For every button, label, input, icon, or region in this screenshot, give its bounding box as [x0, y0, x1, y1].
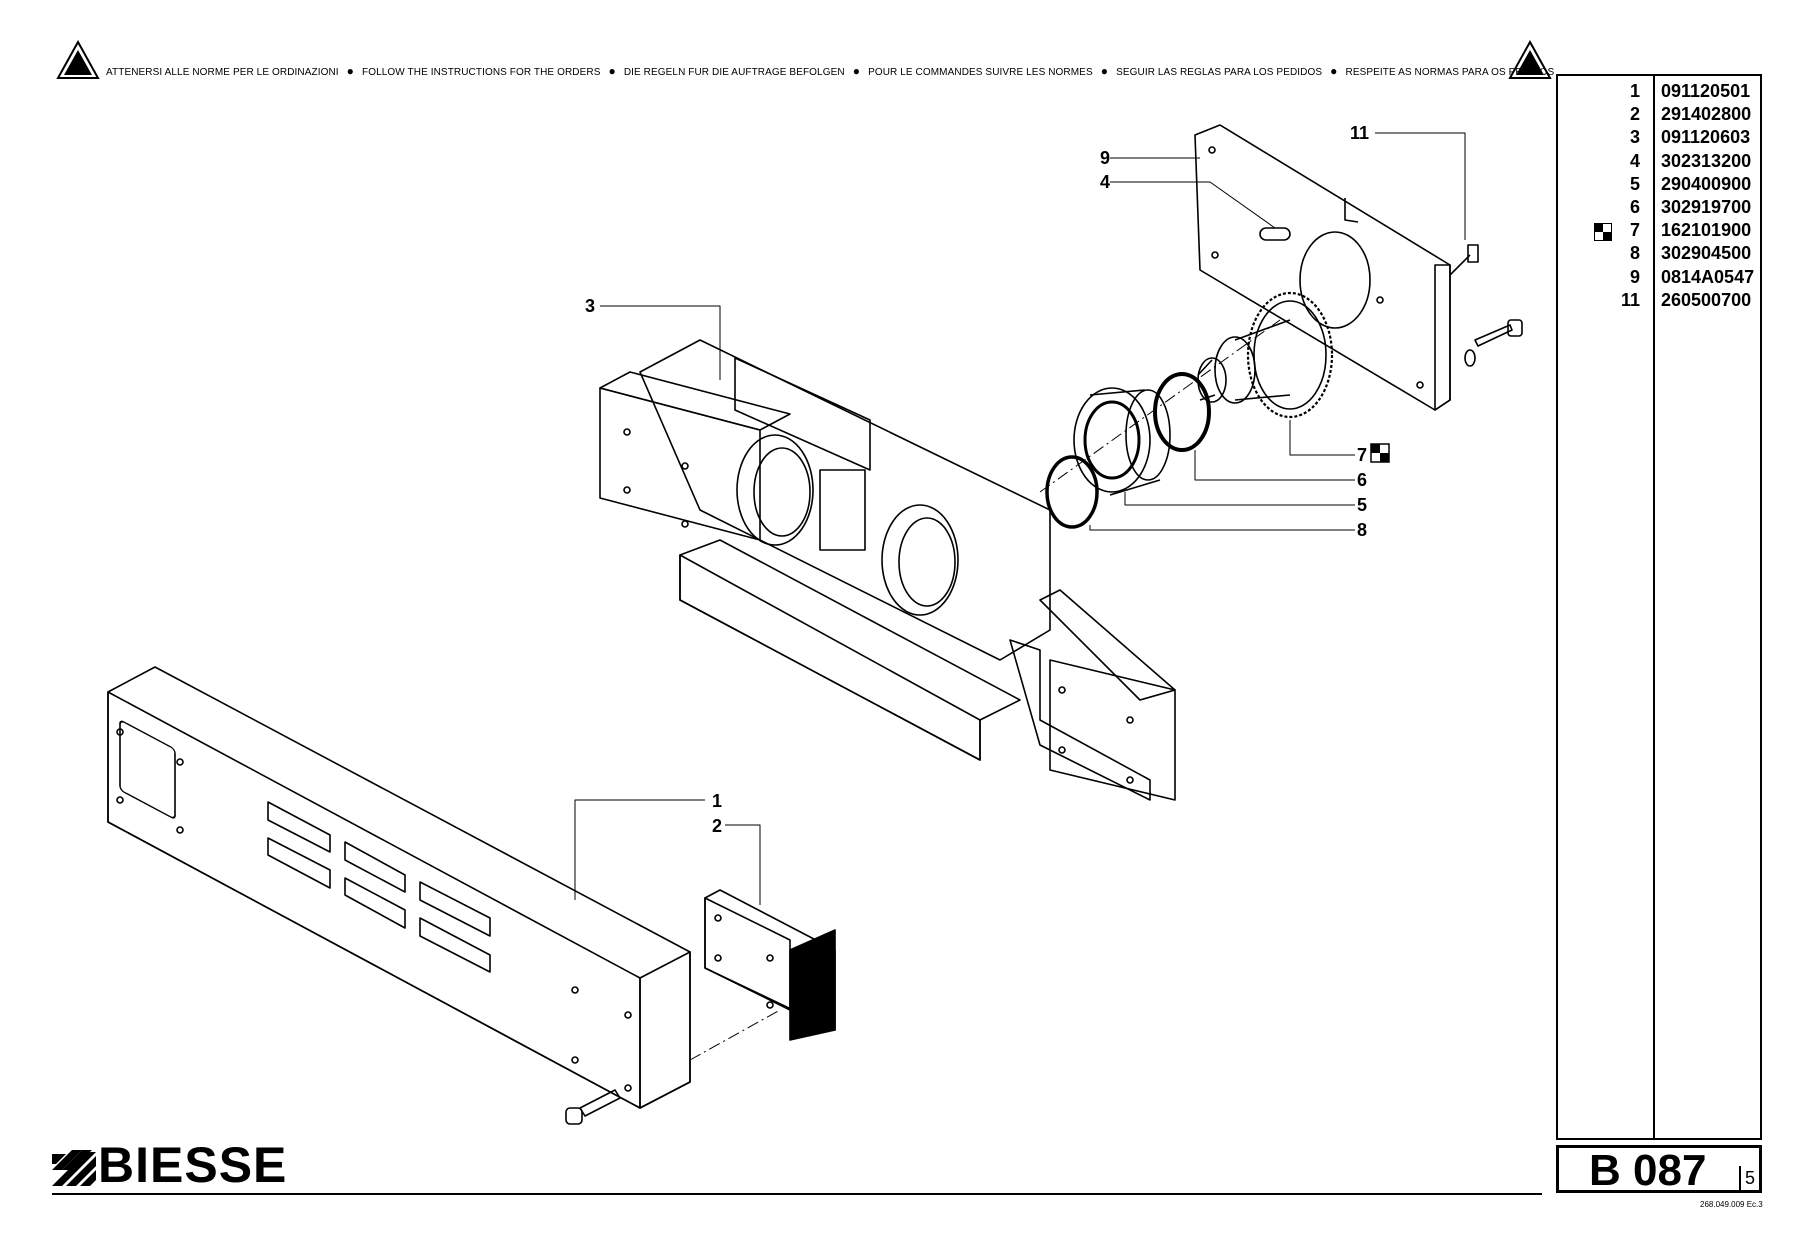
biesse-logo-icon	[52, 1150, 96, 1186]
parts-list-row: 2 291402800	[1558, 103, 1762, 126]
cap-screw	[565, 1089, 621, 1125]
checkered-flag-icon	[1594, 223, 1612, 242]
parts-list-row: 11 260500700	[1558, 289, 1762, 312]
part-code: 291402800	[1661, 104, 1752, 125]
warning-de: DIE REGELN FUR DIE AUFTRAGE BEFOLGEN	[623, 67, 845, 78]
parts-list-row: 6 302919700	[1558, 196, 1762, 219]
warning-it: ATTENERSI ALLE NORME PER LE ORDINAZIONI	[106, 67, 339, 78]
warning-fr: POUR LE COMMANDES SUIVRE LES NORMES	[868, 67, 1093, 78]
parts-list-panel: 1 091120501 2 291402800 3 091120603 4 302313200…	[1556, 74, 1762, 1140]
header: ATTENERSI ALLE NORME PER LE ORDINAZIONI●…	[0, 0, 1800, 140]
parts-list-row: 9 0814A0547	[1558, 266, 1762, 289]
part-position: 2	[1629, 104, 1640, 125]
part-code: 302919700	[1661, 197, 1752, 217]
warning-pt: RESPEITE AS NORMAS PARA OS PEDIDOS	[1345, 67, 1555, 78]
part-5-bearing	[1073, 387, 1171, 496]
part-code: 091120501	[1661, 81, 1751, 101]
brand-name: BIESSE	[98, 1137, 288, 1193]
part-code: 0814A0547	[1661, 266, 1755, 287]
table-code: B 087	[1589, 1146, 1707, 1195]
part-position: 9	[1629, 266, 1640, 287]
callout-8: 8	[1357, 520, 1368, 540]
order-instructions: ATTENERSI ALLE NORME PER LE ORDINAZIONI●…	[106, 64, 1555, 78]
end-plate	[1194, 124, 1479, 411]
part-position: 3	[1629, 127, 1640, 148]
part-position: 6	[1629, 197, 1640, 217]
parts-list-row: 8 302904500	[1558, 242, 1762, 265]
callout-5: 5	[1357, 495, 1368, 515]
checkered-flag-icon	[1370, 443, 1390, 463]
sheet-number: 5	[1739, 1166, 1759, 1190]
callout-7: 7	[1357, 445, 1368, 465]
warning-es: SEGUIR LAS REGLAS PARA LOS PEDIDOS	[1116, 67, 1323, 78]
exploded-view-drawing	[107, 124, 1523, 1125]
part-1-long-beam	[107, 666, 691, 1109]
part-code: 260500700	[1661, 289, 1752, 310]
part-position: 1	[1629, 81, 1640, 101]
warning-triangle-icon	[1508, 40, 1552, 79]
document-reference: 268.049.009 Ec.3	[1700, 1200, 1763, 1209]
parts-list-row: 1 091120501	[1558, 80, 1762, 103]
callout-11: 11	[1350, 123, 1370, 143]
footer-rule	[52, 1193, 1542, 1195]
part-8-circlip	[1045, 455, 1099, 529]
part-code: 302904500	[1661, 243, 1752, 264]
part-code: 290400900	[1661, 173, 1752, 194]
table-divider	[1653, 76, 1655, 1138]
leader-lines	[574, 132, 1466, 905]
part-position: 4	[1629, 150, 1640, 171]
part-position: 8	[1629, 243, 1640, 264]
part-2-slide-pad	[704, 889, 836, 1041]
part-7-gear-shaft	[1197, 291, 1334, 419]
part-3-support-body	[599, 339, 1176, 801]
parts-list-row: 5 290400900	[1558, 173, 1762, 196]
parts-list-row: 3 091120603	[1558, 126, 1762, 149]
part-code: 162101900	[1661, 220, 1752, 241]
part-position: 5	[1629, 173, 1640, 194]
parts-list-row: 4 302313200	[1558, 150, 1762, 173]
bolt-11	[1464, 319, 1523, 367]
warning-en: FOLLOW THE INSTRUCTIONS FOR THE ORDERS	[362, 67, 601, 78]
callout-3: 3	[585, 296, 596, 316]
part-position: 11	[1620, 289, 1640, 310]
part-code: 091120603	[1661, 127, 1751, 148]
callout-9: 9	[1100, 148, 1111, 168]
part-code: 302313200	[1661, 150, 1752, 171]
table-code-box: B 087 5	[1556, 1145, 1762, 1195]
callout-2: 2	[712, 816, 723, 836]
callout-6: 6	[1357, 470, 1368, 490]
warning-triangle-icon	[56, 40, 100, 79]
callout-4: 4	[1100, 172, 1111, 192]
part-6-snap-ring	[1153, 372, 1211, 452]
parts-list-row: 7 162101900	[1558, 219, 1762, 242]
callout-1: 1	[712, 791, 723, 811]
part-position: 7	[1629, 220, 1640, 241]
